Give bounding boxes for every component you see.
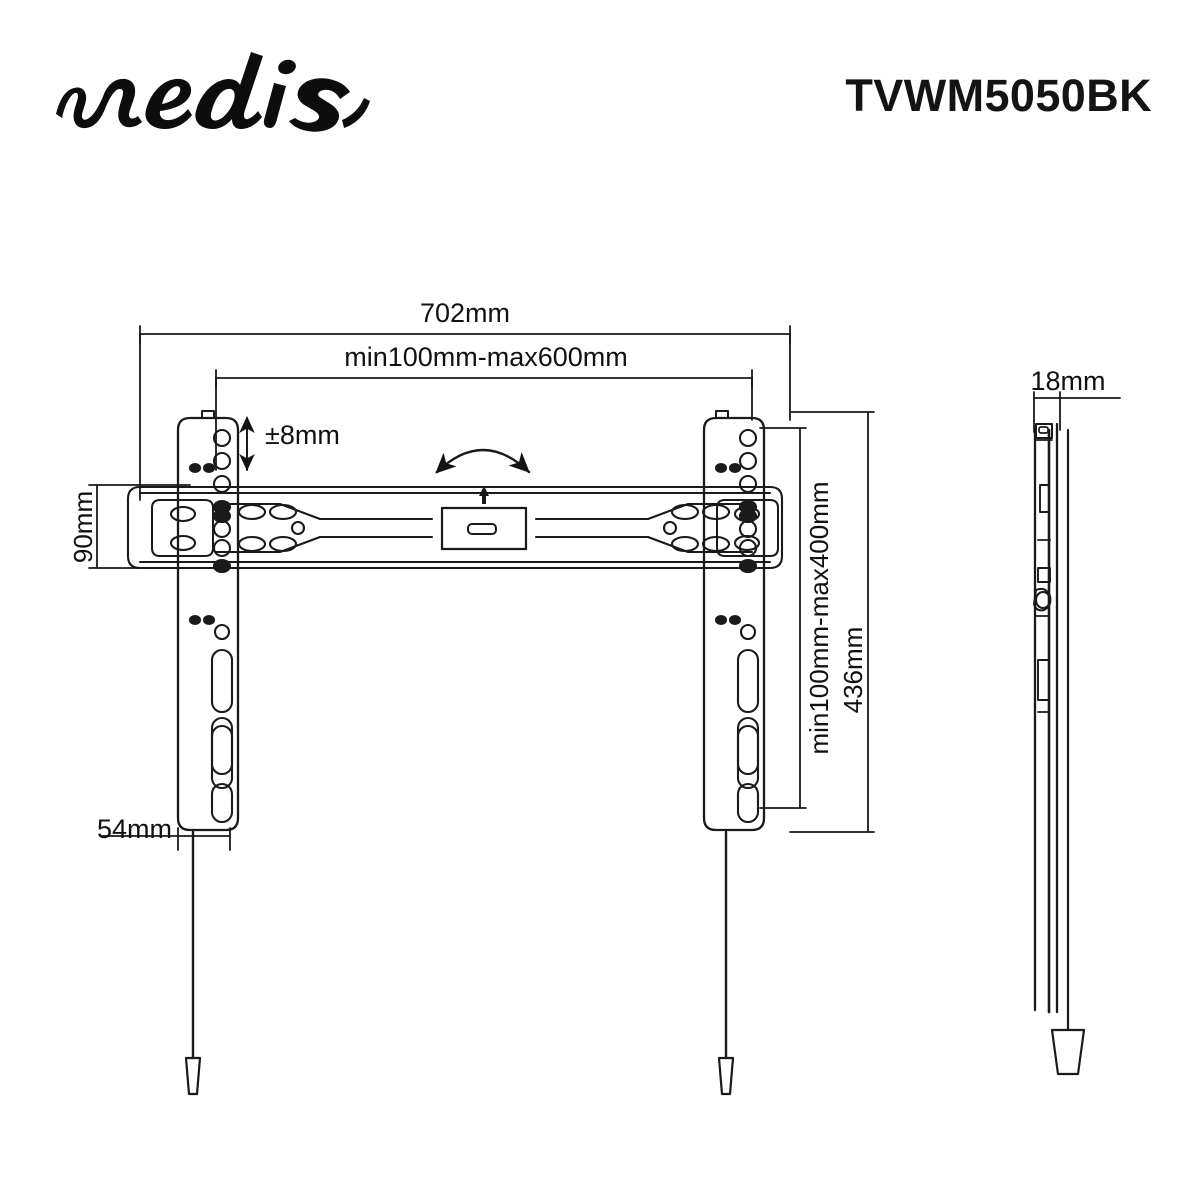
label-overall-height: 436mm bbox=[838, 627, 868, 714]
label-overall-width: 702mm bbox=[420, 298, 510, 328]
dimension-overall-width bbox=[139, 325, 791, 501]
label-depth: 18mm bbox=[1030, 366, 1105, 396]
label-vesa-vertical: min100mm-max400mm bbox=[804, 481, 834, 754]
label-bracket-width: 54mm bbox=[97, 814, 172, 844]
dimension-overall-height bbox=[789, 411, 875, 833]
dimension-bracket-width bbox=[99, 827, 231, 851]
left-vertical-bracket bbox=[176, 410, 240, 1096]
tilt-arc-indicator bbox=[435, 448, 531, 474]
dimension-vesa-vertical bbox=[759, 427, 807, 809]
label-plate-height: 90mm bbox=[68, 491, 98, 563]
label-vesa-horizontal: min100mm-max600mm bbox=[344, 342, 628, 372]
dimension-depth bbox=[1033, 391, 1121, 433]
wall-plate bbox=[126, 485, 784, 570]
nedis-script-logo-icon bbox=[46, 48, 376, 140]
label-vertical-adjust: ±8mm bbox=[265, 420, 340, 450]
product-model-code: TVWM5050BK bbox=[845, 70, 1152, 121]
right-vertical-bracket bbox=[702, 410, 766, 1096]
side-profile-view bbox=[1033, 422, 1086, 1076]
